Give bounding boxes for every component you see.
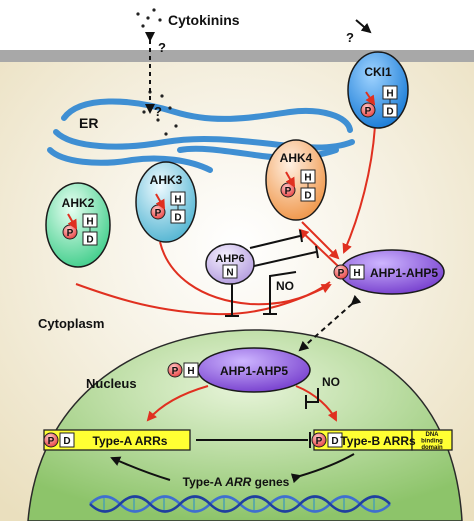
svg-text:D: D [174,213,181,224]
svg-text:P: P [338,268,345,279]
type-b-label: Type-B ARRs [340,434,416,448]
ahk2-receptor: AHK2 H D P [45,182,111,268]
ahk3-d-domain [170,209,186,224]
question-mark-cki1: ? [346,30,354,45]
no-label-cytoplasm: NO [276,279,294,293]
svg-text:D: D [331,436,338,447]
svg-text:H: H [304,173,311,184]
cytoplasm-label: Cytoplasm [38,316,104,331]
type-b-arrs: P D Type-B ARRs DNA binding domain [311,429,453,451]
inhibit-ahp6-to-ahp [253,251,317,267]
svg-text:H: H [86,217,93,228]
ahk3-label: AHK3 [150,173,183,187]
type-a-arrs: P D Type-A ARRs [43,429,191,451]
dna-domain-line-2: binding [421,439,443,445]
question-mark-er: ? [154,104,162,119]
er-label: ER [79,115,98,131]
arrow-ahp-to-type-a [146,385,209,422]
ahk2-d-domain [82,231,98,246]
ahp-nuc-h-residue [183,362,199,378]
type-a-label: Type-A ARRs [93,434,168,448]
type-a-d-residue [59,432,75,448]
type-b-d-residue [327,432,343,448]
ahp6-n-residue [222,264,238,279]
svg-text:D: D [86,235,93,246]
arrow-ahk3-to-ahp [159,241,331,306]
svg-text:P: P [48,436,55,447]
gene-induction-arrows [110,453,355,484]
inhibit-ahp6-to-ahk4 [249,235,301,249]
svg-text:D: D [63,436,70,447]
svg-text:D: D [304,191,311,202]
type-a-phospho [43,432,59,448]
ahp6-label: AHP6 [215,253,244,265]
ahp-nuclear: P H AHP1-AHP5 [167,347,311,393]
ahk2-label: AHK2 [62,196,95,210]
dna-domain-line-1: DNA [426,432,440,438]
svg-text:P: P [172,366,179,377]
inhibit-no-to-ahp6 [269,271,297,314]
svg-text:P: P [285,186,292,197]
plasma-membrane [0,50,474,62]
arrow-ahp-to-ahk4-back [298,228,341,269]
svg-text:H: H [386,89,393,100]
cki1-label: CKI1 [364,65,392,79]
cytokinin-molecules [136,8,178,136]
ahk4-label: AHK4 [280,151,313,165]
nucleus-label: Nucleus [86,376,137,391]
ahp6-protein: AHP6 N [205,243,255,285]
no-label-nucleus: NO [322,375,340,389]
arrow-genes-to-type-a [110,456,171,481]
inhibit-no-nucleus [306,388,319,403]
dna-domain-line-3: domain [421,445,443,451]
svg-text:H: H [174,195,181,206]
ahp-cyt-h-residue [349,264,365,280]
inhibit-bar-ahp [315,245,319,259]
ahp-cyt-phospho [333,264,349,280]
type-b-phospho [311,432,327,448]
ahp-nuc-phospho [167,362,183,378]
cki1-input-arrow [355,19,372,34]
svg-text:H: H [187,366,194,377]
type-a-genes-label: Type-A ARR genes [183,475,290,489]
svg-text:P: P [365,106,372,117]
question-mark-transport: ? [158,40,166,55]
arrow-ahp-to-type-b [295,385,337,422]
cki1-d-domain [382,103,398,118]
svg-text:N: N [226,268,233,279]
inhibit-bar-ahk4 [299,229,303,243]
arrow-cki1-to-ahp [342,125,376,254]
ahk4-d-domain [300,187,316,202]
dna-helix [89,495,391,513]
svg-text:P: P [155,208,162,219]
svg-text:P: P [316,436,323,447]
ahp-cyt-label: AHP1-AHP5 [370,266,438,280]
arrow-ahk4-to-ahp-forward [301,221,340,260]
dna-binding-domain [411,429,453,451]
ahk4-receptor: AHK4 H D P [265,139,327,221]
ahk3-receptor: AHK3 H D P [135,161,197,243]
ahp-shuttling-arrow [298,294,362,352]
svg-text:D: D [386,107,393,118]
ahp-cytoplasmic: P H AHP1-AHP5 [333,249,445,295]
ahp-nuc-label: AHP1-AHP5 [220,364,288,378]
svg-text:H: H [353,268,360,279]
cytokinins-label: Cytokinins [168,12,240,28]
arrow-type-b-to-genes [290,453,355,484]
svg-text:P: P [67,228,74,239]
inhibition-lines [196,229,319,448]
cki1-receptor: CKI1 H D P [347,51,409,129]
er-membrane [47,98,355,173]
